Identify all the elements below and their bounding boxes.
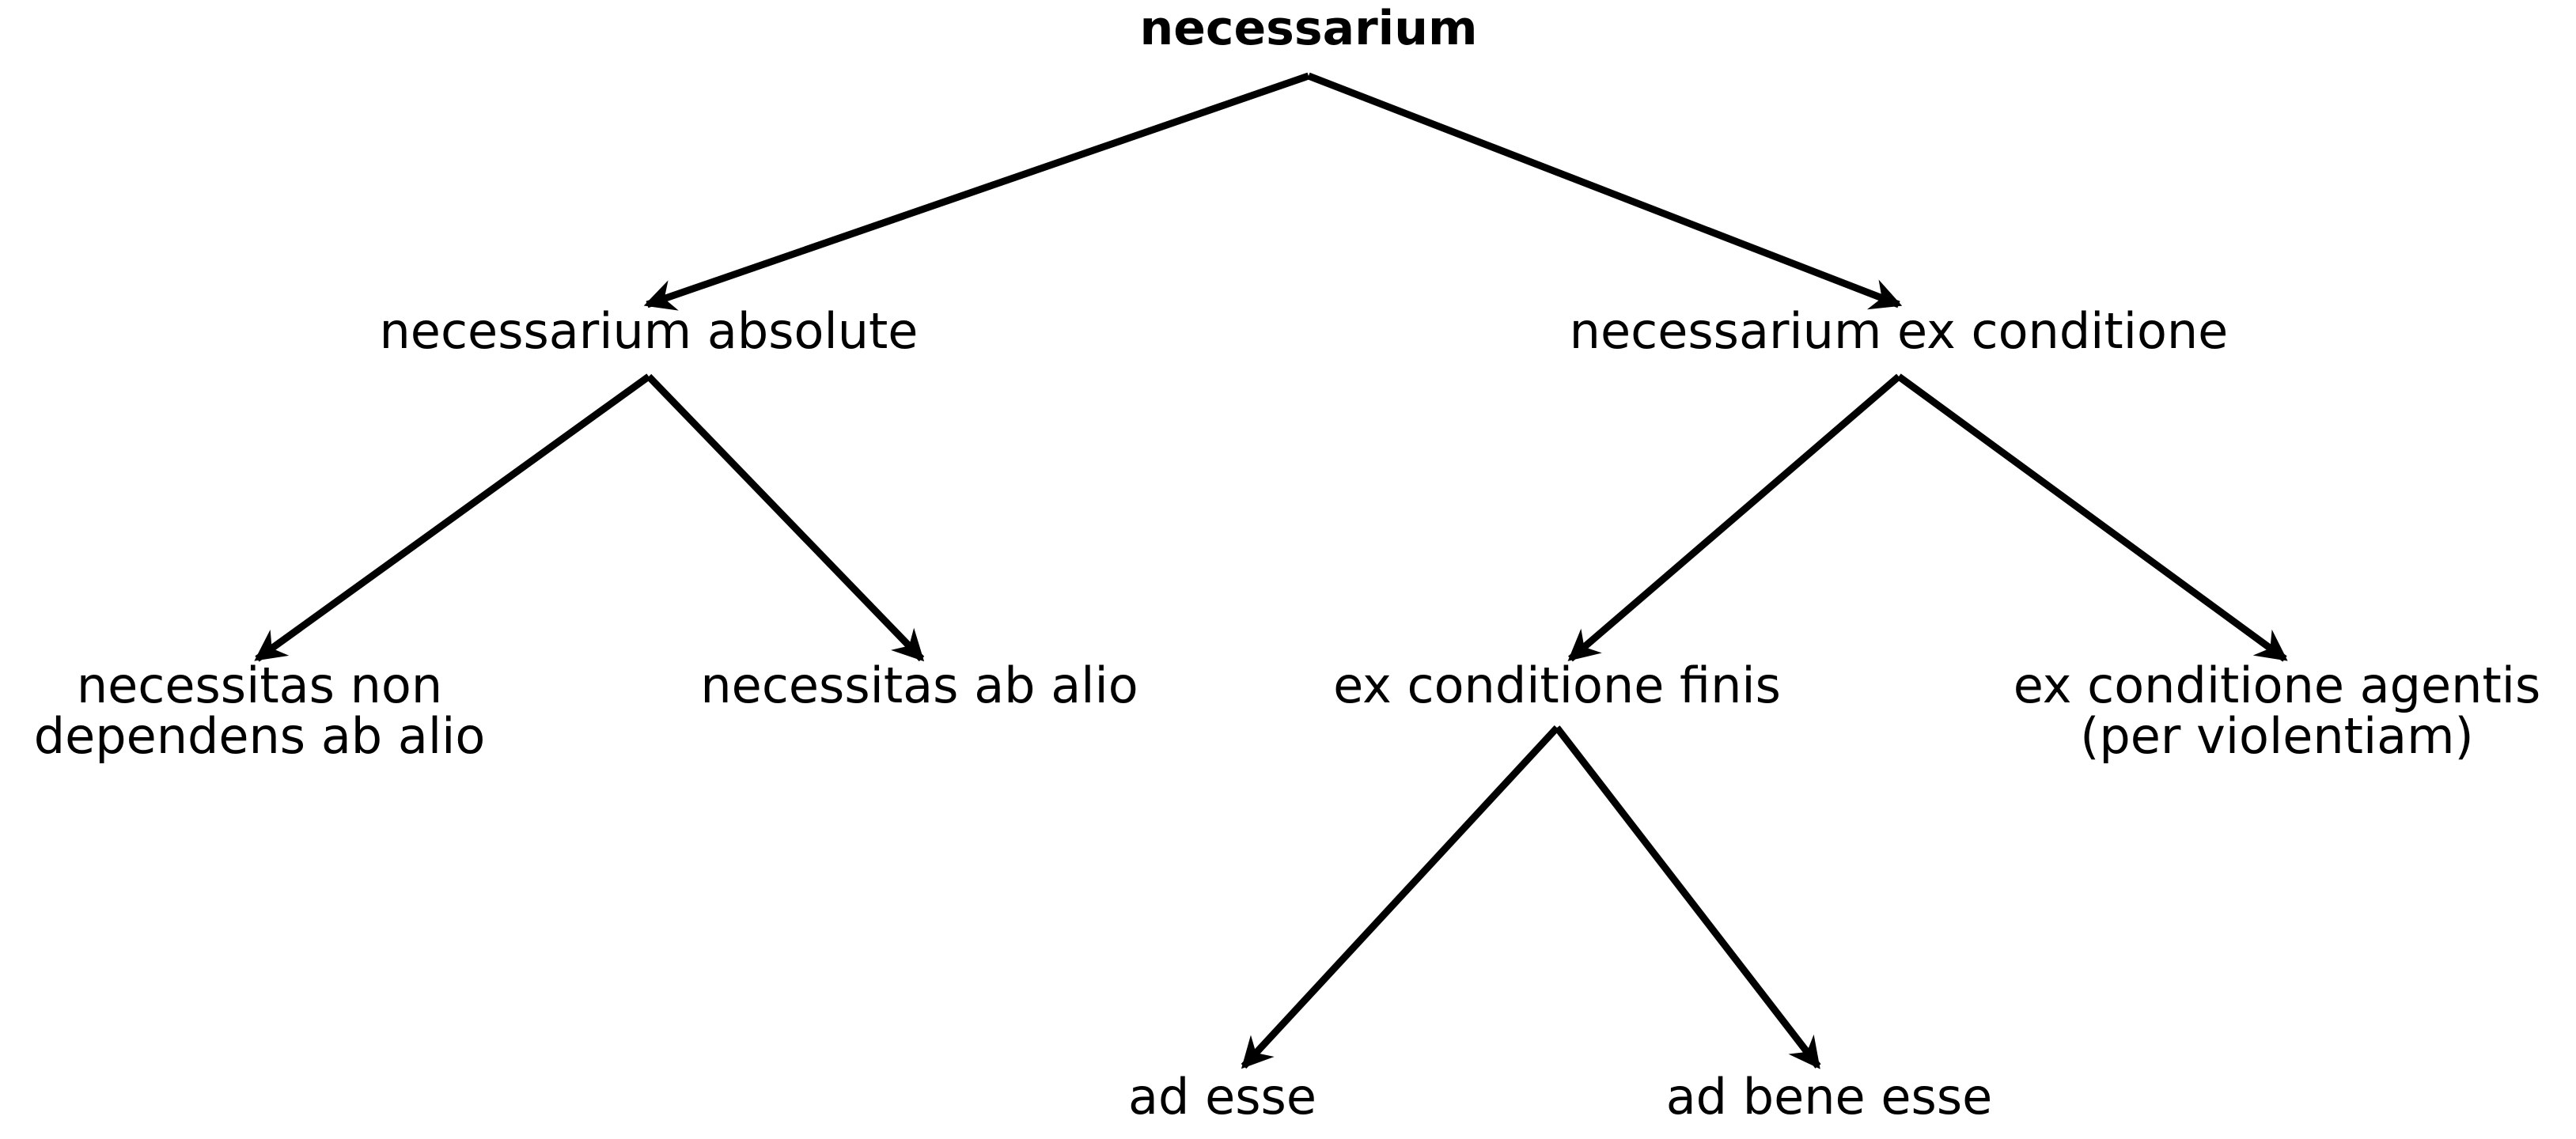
edge-ex-conditione-to-agentis (1896, 373, 2288, 662)
node-necessitas-non-dependens-ab-alio-line2: dependens ab alio (34, 707, 486, 765)
node-ex-conditione-agentis-line1: ex conditione agentis (2013, 657, 2541, 714)
node-necessarium-ex-conditione: necessarium ex conditione (1570, 302, 2229, 360)
node-necessitas-ab-alio: necessitas ab alio (700, 657, 1138, 714)
node-ex-conditione-agentis-line2: (per violentiam) (2080, 707, 2474, 765)
node-necessarium: necessarium (1140, 1, 1478, 56)
node-necessarium-absolute: necessarium absolute (380, 302, 919, 360)
edge-absolute-to-necessitas-non-dependens (254, 373, 651, 662)
edge-ex-conditione-to-finis (1567, 373, 1901, 662)
edge-root-to-necessarium-ex-conditione (1307, 72, 1903, 310)
edge-finis-to-ad-bene-esse (1554, 725, 1821, 1069)
node-ad-bene-esse: ad bene esse (1666, 1068, 1993, 1126)
node-ad-esse: ad esse (1128, 1068, 1316, 1126)
edge-root-to-necessarium-absolute (643, 72, 1310, 311)
edge-absolute-to-necessitas-ab-alio (646, 373, 925, 662)
edges-group (254, 72, 2288, 1069)
edge-finis-to-ad-esse (1241, 725, 1560, 1069)
node-ex-conditione-finis: ex conditione finis (1333, 657, 1781, 714)
nodes-group: necessarium necessarium absolute necessa… (34, 1, 2541, 1126)
node-necessitas-non-dependens-ab-alio-line1: necessitas non (77, 657, 442, 714)
